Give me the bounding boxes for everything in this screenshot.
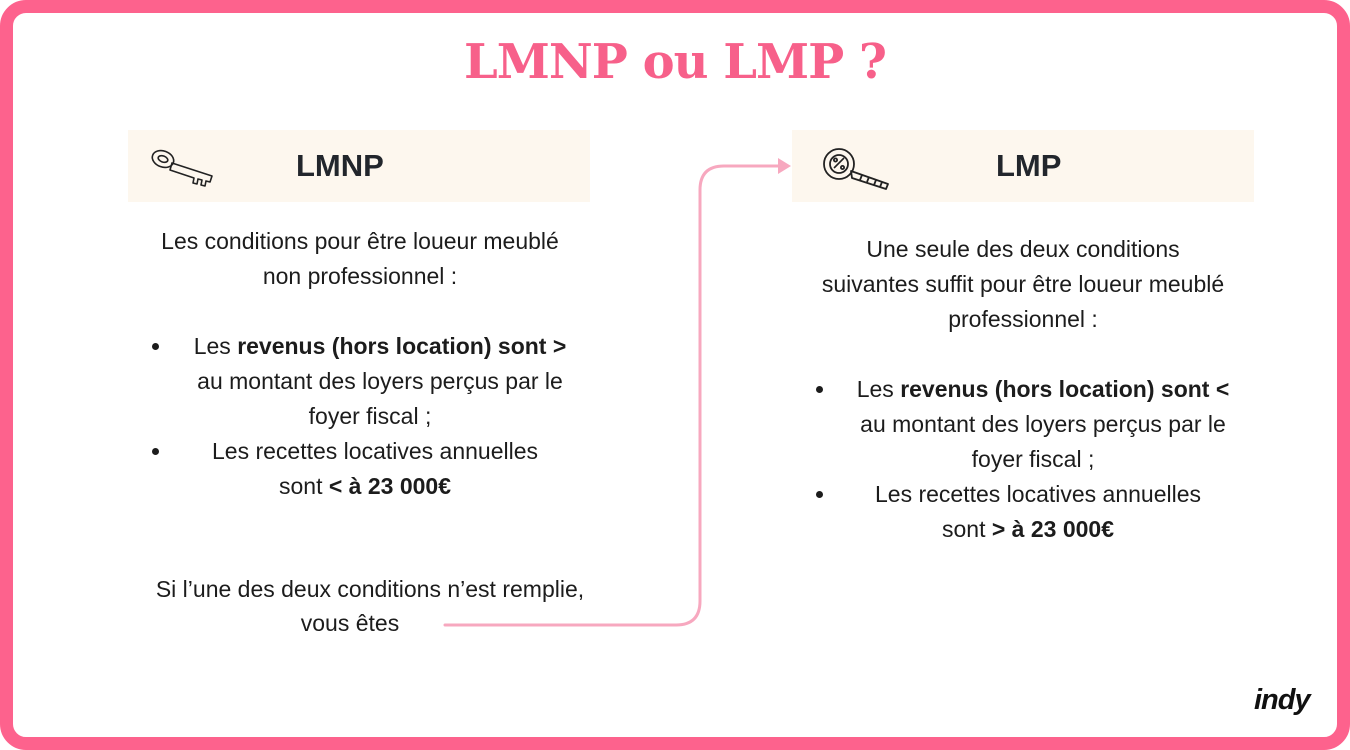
footnote-line-1: Si l’une des deux conditions n’est rempl… (155, 576, 585, 602)
lmnp-bullet-2: Les recettes locatives annuelles sont < … (120, 434, 600, 504)
lmnp-bullet-1: Les revenus (hors location) sont > au mo… (120, 329, 600, 434)
lmp-intro-line-2: suivantes suffit pour être loueur meublé (821, 271, 1225, 297)
key-with-tag-icon (822, 144, 894, 197)
bullet-dot (152, 448, 159, 455)
lmnp-bullet-1-line-3: foyer fiscal ; (308, 403, 432, 429)
lmnp-bullet-2-pre: sont (278, 473, 329, 499)
lmp-bullet-2-pre: sont (941, 516, 992, 542)
arrow-head-icon (778, 158, 791, 174)
lmp-intro-line-3: professionnel : (948, 306, 1098, 332)
lmp-header-label: LMP (996, 148, 1062, 183)
lmnp-intro-line-1: Les conditions pour être loueur meublé (161, 228, 559, 254)
lmnp-bullet-1-pre: Les (193, 333, 238, 359)
brand-logo: indy (1254, 684, 1311, 716)
lmnp-bullet-2-line-1: Les recettes locatives annuelles (211, 438, 539, 464)
bullet-dot (816, 386, 823, 393)
lmp-intro-line-1: Une seule des deux conditions (866, 236, 1180, 262)
lmnp-header: LMNP (128, 130, 590, 202)
lmp-bullet-2: Les recettes locatives annuelles sont > … (784, 477, 1262, 547)
lmp-header: LMP (792, 130, 1254, 202)
lmnp-bullet-1-line-2: au montant des loyers perçus par le (197, 368, 563, 394)
key-icon (150, 146, 222, 195)
page-title: LMNP ou LMP ? (464, 34, 887, 90)
lmp-bullet-1-line-3: foyer fiscal ; (971, 446, 1095, 472)
lmp-bullet-2-line-1: Les recettes locatives annuelles (874, 481, 1202, 507)
lmp-bullet-1: Les revenus (hors location) sont < au mo… (784, 372, 1262, 477)
lmnp-bullet-1-bold: revenus (hors location) sont > (237, 333, 567, 359)
lmnp-conditions: Les conditions pour être loueur meublé n… (120, 224, 600, 504)
bullet-dot (816, 491, 823, 498)
footnote-line-2: vous êtes (300, 610, 400, 636)
lmp-conditions: Une seule des deux conditions suivantes … (784, 232, 1262, 547)
lmp-bullet-1-line-2: au montant des loyers perçus par le (860, 411, 1226, 437)
lmp-bullet-2-bold: > à 23 000€ (991, 516, 1115, 542)
lmp-bullet-1-pre: Les (856, 376, 901, 402)
lmp-bullet-1-bold: revenus (hors location) sont < (900, 376, 1230, 402)
lmnp-header-label: LMNP (296, 148, 384, 183)
lmnp-intro-line-2: non professionnel : (262, 263, 458, 289)
bullet-dot (152, 343, 159, 350)
lmnp-footnote: Si l’une des deux conditions n’est rempl… (120, 572, 620, 640)
lmnp-bullet-2-bold: < à 23 000€ (328, 473, 452, 499)
